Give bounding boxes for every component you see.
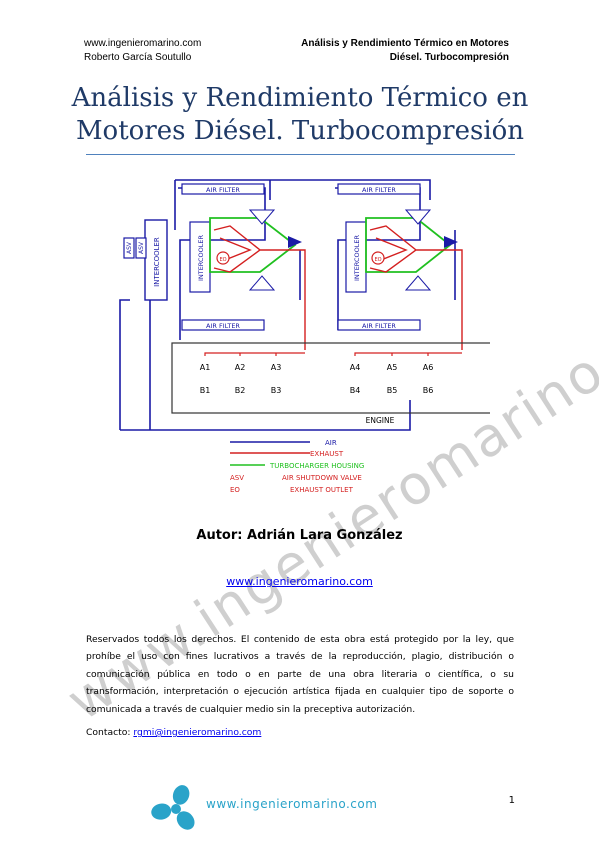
header-author: Roberto García Soutullo [84, 52, 192, 63]
propeller-logo-icon [151, 785, 195, 830]
eo-left [216, 251, 230, 265]
asv-left-label: ASV [126, 241, 133, 254]
cylinder-b3: B3 [271, 386, 282, 395]
legend-exhaust: EXHAUST [310, 450, 344, 458]
air-filter-top-right-label: AIR FILTER [362, 186, 396, 194]
cylinder-a3: A3 [271, 363, 282, 372]
cylinder-b6: B6 [423, 386, 434, 395]
asv-right [135, 237, 147, 259]
header-title-line2: Diésel. Turbocompresión [389, 52, 509, 63]
air-filter-bottom-left [181, 319, 265, 331]
cylinder-exhaust-lines [204, 352, 462, 356]
cylinder-b4: B4 [350, 386, 361, 395]
air-filter-bottom-right-label: AIR FILTER [362, 322, 396, 330]
author-line: Autor: Adrián Lara González [196, 528, 403, 543]
turbocharger-diagram: INTERCOOLER ASV ASV AIR FILTER AIR FILTE… [119, 179, 490, 494]
contact-email-link[interactable]: rgmi@ingenieromarino.com [133, 727, 262, 738]
diagram-legend: AIR EXHAUST TURBOCHARGER HOUSING ASV AIR… [230, 439, 364, 494]
site-link[interactable]: www.ingenieromarino.com [226, 575, 373, 588]
air-filter-top-left [181, 183, 265, 195]
eo-left-label: EO [219, 257, 226, 263]
air-filter-top-right [337, 183, 421, 195]
page-title-line2: Motores Diésel. Turbocompresión [75, 116, 525, 146]
turbo-unit-right: AIR FILTER AIR FILTER INTERCOOLER EO [337, 183, 463, 350]
exhaust-left [213, 225, 306, 350]
cylinder-a5: A5 [387, 363, 398, 372]
running-header-right: Análisis y Rendimiento Térmico en Motore… [301, 37, 509, 65]
cylinder-a6: A6 [423, 363, 434, 372]
housing-left [209, 217, 297, 273]
legend-eo-code: EO [230, 486, 240, 494]
engine-block [171, 342, 490, 414]
contact-line: Contacto: rgmi@ingenieromarino.com [86, 727, 261, 738]
rights-notice: Reservados todos los derechos. El conten… [86, 634, 514, 715]
air-filter-bottom-left-label: AIR FILTER [206, 322, 240, 330]
eo-right [371, 251, 385, 265]
intercooler-main-label: INTERCOOLER [153, 237, 161, 287]
legend-eo: EXHAUST OUTLET [290, 486, 354, 494]
page-title-line1: Análisis y Rendimiento Térmico en [71, 83, 529, 113]
engine-label: ENGINE [366, 416, 395, 425]
housing-right [365, 217, 452, 273]
cylinder-a2: A2 [235, 363, 246, 372]
cylinder-b1: B1 [200, 386, 211, 395]
legend-asv: AIR SHUTDOWN VALVE [282, 474, 362, 482]
asv-right-label: ASV [138, 241, 145, 254]
asv-left [123, 237, 135, 259]
cylinder-b2: B2 [235, 386, 246, 395]
intercooler-right-label: INTERCOOLER [353, 234, 361, 281]
running-header-left: www.ingenieromarino.com Roberto García S… [84, 37, 201, 65]
header-site: www.ingenieromarino.com [84, 38, 202, 49]
air-filter-bottom-right [337, 319, 421, 331]
intercooler-main [144, 219, 168, 301]
exhaust-right [369, 225, 463, 350]
legend-housing: TURBOCHARGER HOUSING [269, 462, 364, 470]
title-divider [86, 154, 515, 155]
legend-asv-code: ASV [230, 474, 244, 482]
air-filter-top-left-label: AIR FILTER [206, 186, 240, 194]
turbo-unit-left: AIR FILTER AIR FILTER INTERCOOLER EO [181, 183, 306, 350]
page-title: Análisis y Rendimiento Térmico en Motore… [60, 82, 540, 148]
page-number: 1 [508, 795, 515, 806]
eo-right-label: EO [374, 257, 381, 263]
legend-air: AIR [325, 439, 337, 447]
header-title-line1: Análisis y Rendimiento Térmico en Motore… [301, 38, 509, 49]
cylinder-a4: A4 [350, 363, 361, 372]
contact-label: Contacto: [86, 727, 131, 738]
cylinder-a1: A1 [200, 363, 211, 372]
intercooler-left-label: INTERCOOLER [197, 234, 205, 281]
cylinder-b5: B5 [387, 386, 398, 395]
footer-site: www.ingenieromarino.com [206, 797, 378, 811]
